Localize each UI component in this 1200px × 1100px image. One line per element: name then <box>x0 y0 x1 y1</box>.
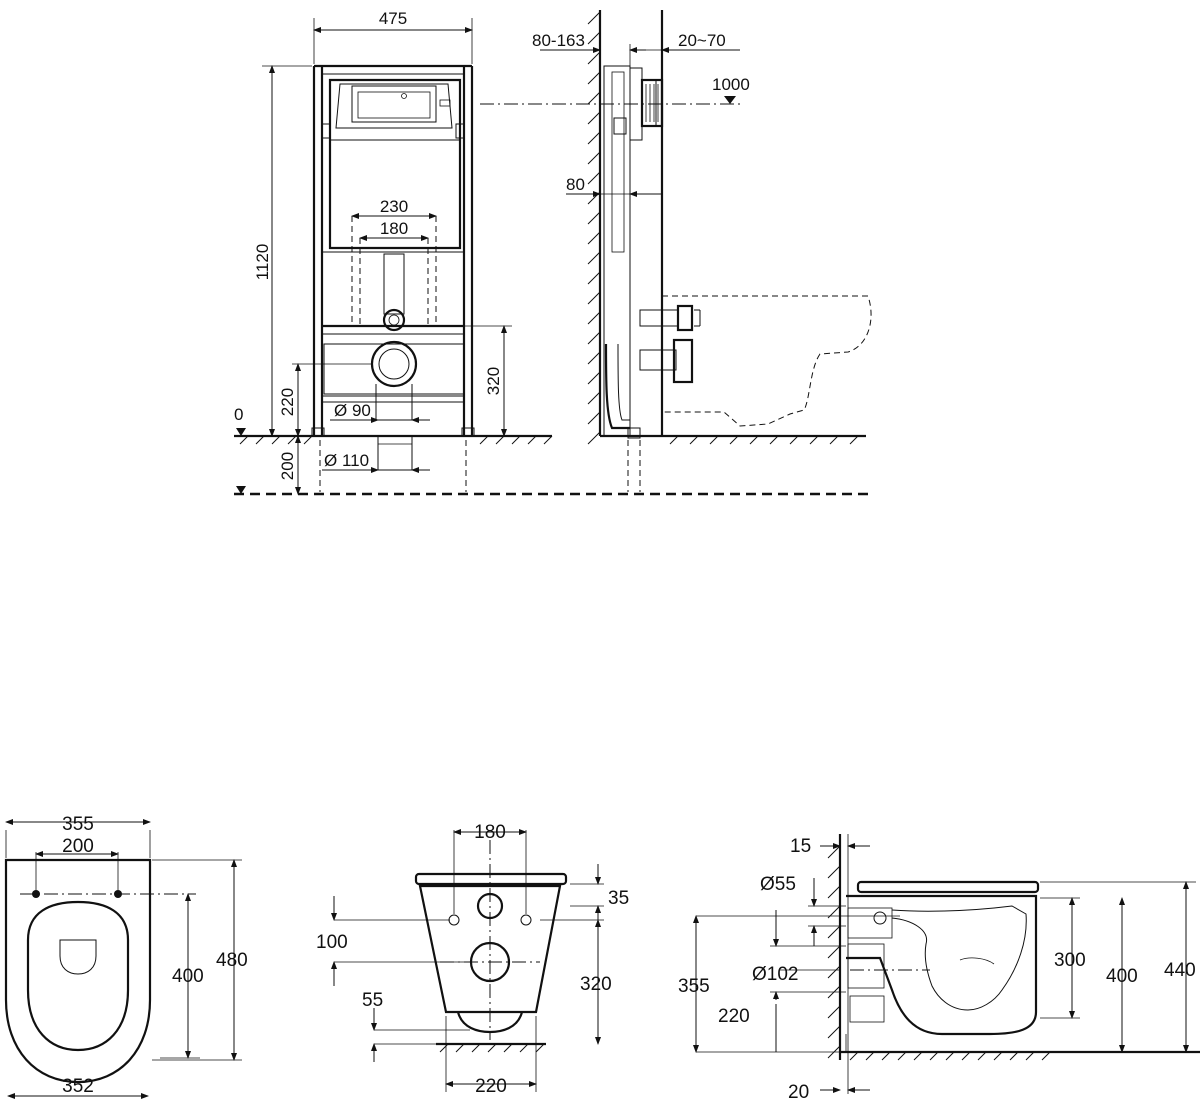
dim-back-offset: 20 <box>788 1082 870 1100</box>
total-length-label: 480 <box>216 950 248 971</box>
bowl-height-label: 400 <box>1106 966 1138 987</box>
frame-front-view: 475 1120 230 180 320 220 200 <box>234 9 870 496</box>
width-label: 475 <box>379 9 407 28</box>
side-wall-hatching <box>827 845 841 1059</box>
dim-outlet-220: 220 <box>278 363 372 437</box>
top-width-label: 355 <box>62 814 94 835</box>
dim-rim-height: 300 <box>1040 897 1086 1019</box>
inlet-height-label: 355 <box>678 976 710 997</box>
outlet-diameter-label: Ø102 <box>752 964 798 985</box>
dim-outlet-diameter: Ø102 <box>752 910 846 1000</box>
dim-width-475: 475 <box>313 9 473 64</box>
bolt-hole-right <box>520 914 532 926</box>
bottom-width-label: 352 <box>62 1076 94 1097</box>
bottom-offset-label: 55 <box>362 990 383 1011</box>
dim-bolt-320: 320 <box>420 325 512 437</box>
panel-offset-label: 20~70 <box>678 31 726 50</box>
bowl-side-outline <box>846 894 1038 1036</box>
inner-length-label: 400 <box>172 966 204 987</box>
side-seat <box>856 880 1040 894</box>
dim-height-1120: 1120 <box>253 65 312 437</box>
dim-pipe-110: Ø 110 <box>322 451 430 473</box>
back-outlet-height-label: 320 <box>580 974 612 995</box>
back-floor-hatching <box>439 1043 545 1053</box>
dim-total-height: 440 <box>1040 881 1196 1053</box>
bowl-side-view: 15 Ø55 Ø102 355 220 300 <box>678 834 1200 1100</box>
rim-height-label: 300 <box>1054 950 1086 971</box>
wall-depth-label: 80-163 <box>532 31 585 50</box>
floor-level-label: 0 <box>234 405 243 424</box>
height-label: 1120 <box>253 244 272 281</box>
dim-below-200: 200 <box>278 435 301 495</box>
bowl-top-drain <box>59 939 97 975</box>
dim-wall-gap: 15 <box>790 836 870 857</box>
side-outlet-height-label: 220 <box>718 1006 750 1027</box>
wall-gap-label: 15 <box>790 836 811 857</box>
bolt-hole-left <box>448 914 460 926</box>
level-marker-0: 0 <box>234 405 246 494</box>
dim-frame-depth: 80 <box>566 175 662 197</box>
inlet-inner-label: 180 <box>380 219 408 238</box>
side-floor-hatching <box>669 435 859 445</box>
frame-side-profile <box>603 65 701 439</box>
dim-pipe-90: Ø 90 <box>330 401 430 423</box>
inlet-diameter-label: Ø55 <box>760 874 796 895</box>
dim-side-outlet-height: 220 <box>718 1004 777 1052</box>
dim-button-height: 1000 <box>480 75 750 105</box>
total-height-label: 440 <box>1164 960 1196 981</box>
frame-outline <box>311 64 475 492</box>
dim-inlet-height: 355 <box>678 915 710 1053</box>
base-width-label: 220 <box>475 1076 507 1097</box>
outlet-height-label: 220 <box>278 388 297 416</box>
dim-inlet-diameter: Ø55 <box>760 874 846 946</box>
bowl-back-view: 180 35 100 55 320 220 <box>316 822 629 1097</box>
dim-inlet-180: 180 <box>359 219 429 241</box>
pipe-small-label: Ø 90 <box>334 401 371 420</box>
button-height-label: 1000 <box>712 75 750 94</box>
below-floor-label: 200 <box>278 452 297 480</box>
dim-inlet-230: 230 <box>351 197 437 219</box>
seat-offset-label: 35 <box>608 888 629 909</box>
frame-depth-label: 80 <box>566 175 585 194</box>
dim-bowl-height: 400 <box>1106 897 1138 1053</box>
bowl-back-outline <box>418 884 562 1014</box>
dim-panel-offset: 20~70 <box>640 31 740 53</box>
dim-wall-depth: 80-163 <box>532 31 646 66</box>
bowl-top-outline <box>4 858 152 1084</box>
bowl-top-view: 355 200 400 480 352 <box>4 814 248 1099</box>
wall-hatching <box>587 11 601 445</box>
pipe-large-label: Ø 110 <box>324 451 369 470</box>
seat-holes-label: 200 <box>62 836 94 857</box>
bowl-top-opening <box>26 900 130 1052</box>
hole-spacing-label: 100 <box>316 932 348 953</box>
bolt-spacing-label: 180 <box>474 822 506 843</box>
bolt-height-label: 320 <box>484 367 503 395</box>
seat-edge <box>414 872 568 886</box>
back-offset-label: 20 <box>788 1082 809 1100</box>
frame-side-view: 80-163 20~70 1000 80 <box>480 10 872 492</box>
side-section-floor-hatching <box>849 1051 1051 1061</box>
seat-hole-left <box>32 890 40 898</box>
inlet-outer-label: 230 <box>380 197 408 216</box>
bowl-silhouette <box>662 295 872 427</box>
floor-hatching <box>239 435 553 445</box>
